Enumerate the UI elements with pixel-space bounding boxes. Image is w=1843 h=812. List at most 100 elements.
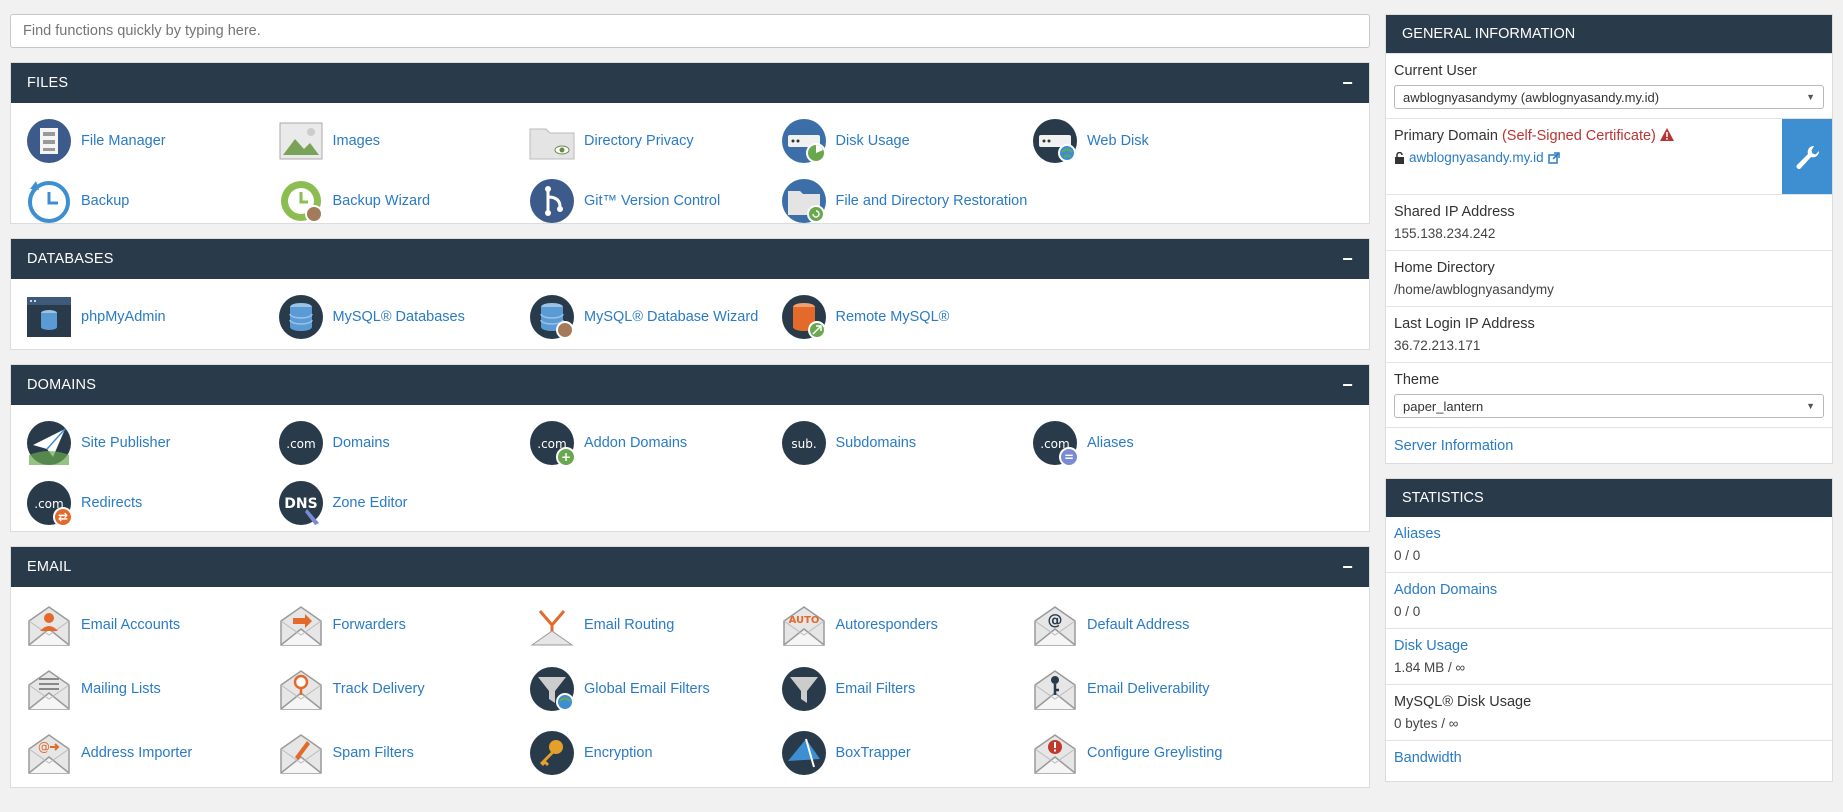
item-label[interactable]: Git™ Version Control: [584, 193, 721, 209]
email-item-forwarders[interactable]: Forwarders: [277, 595, 529, 655]
forwarders-icon: [279, 606, 322, 646]
domains-item-redirects[interactable]: .com⇄Redirects: [25, 473, 277, 533]
item-label[interactable]: Domains: [332, 435, 390, 451]
item-label[interactable]: Backup: [81, 193, 130, 209]
item-label[interactable]: Images: [332, 133, 381, 149]
theme-select[interactable]: paper_lantern ▼: [1394, 394, 1824, 418]
track-delivery-icon: [279, 670, 322, 710]
item-label[interactable]: Backup Wizard: [332, 193, 431, 209]
email-item-email-deliverability[interactable]: Email Deliverability: [1031, 659, 1283, 719]
svg-text:⇄: ⇄: [58, 510, 68, 524]
primary-domain-link[interactable]: awblognyasandy.my.id: [1409, 150, 1544, 165]
item-label[interactable]: Email Filters: [835, 681, 916, 697]
item-label[interactable]: Default Address: [1087, 617, 1190, 633]
item-label[interactable]: Encryption: [584, 745, 653, 761]
email-item-email-routing[interactable]: Email Routing: [528, 595, 780, 655]
email-item-boxtrapper[interactable]: BoxTrapper: [780, 723, 1032, 783]
item-label[interactable]: Disk Usage: [835, 133, 910, 149]
collapse-icon[interactable]: −: [1342, 249, 1353, 269]
item-label[interactable]: Email Accounts: [81, 617, 181, 633]
email-panel-header[interactable]: EMAIL −: [11, 547, 1369, 587]
web-disk-icon: [1033, 119, 1077, 163]
current-user-select[interactable]: awblognyasandymy (awblognyasandy.my.id) …: [1394, 85, 1824, 109]
files-item-disk-usage[interactable]: Disk Usage: [780, 111, 1032, 171]
domains-item-subdomains[interactable]: sub.Subdomains: [780, 413, 1032, 473]
stat-label[interactable]: Disk Usage: [1394, 638, 1469, 654]
item-label[interactable]: Redirects: [81, 495, 143, 511]
item-label[interactable]: BoxTrapper: [835, 745, 911, 761]
item-label[interactable]: Directory Privacy: [584, 133, 694, 149]
files-item-git[interactable]: Git™ Version Control: [528, 171, 780, 231]
item-label[interactable]: Aliases: [1087, 435, 1134, 451]
domains-panel-header[interactable]: DOMAINS −: [11, 365, 1369, 405]
item-label[interactable]: Global Email Filters: [584, 681, 710, 697]
files-item-file-manager[interactable]: File Manager: [25, 111, 277, 171]
email-item-mailing-lists[interactable]: Mailing Lists: [25, 659, 277, 719]
item-label[interactable]: phpMyAdmin: [81, 309, 166, 325]
files-item-backup[interactable]: Backup: [25, 171, 277, 231]
email-item-spam-filters[interactable]: Spam Filters: [277, 723, 529, 783]
databases-item-mysql-databases[interactable]: MySQL® Databases: [277, 287, 529, 347]
item-label[interactable]: Site Publisher: [81, 435, 171, 451]
collapse-icon[interactable]: −: [1342, 557, 1353, 577]
email-item-global-email-filters[interactable]: Global Email Filters: [528, 659, 780, 719]
databases-panel-header[interactable]: DATABASES −: [11, 239, 1369, 279]
item-label[interactable]: Autoresponders: [835, 617, 938, 633]
files-item-file-restore[interactable]: File and Directory Restoration: [780, 171, 1032, 231]
files-title: FILES: [27, 75, 69, 91]
email-item-greylisting[interactable]: Configure Greylisting: [1031, 723, 1283, 783]
email-item-email-accounts[interactable]: Email Accounts: [25, 595, 277, 655]
databases-item-remote-mysql[interactable]: Remote MySQL®: [780, 287, 1032, 347]
email-item-encryption[interactable]: Encryption: [528, 723, 780, 783]
files-item-images[interactable]: Images: [277, 111, 529, 171]
stat-label[interactable]: Bandwidth: [1394, 750, 1462, 766]
domains-item-site-publisher[interactable]: Site Publisher: [25, 413, 277, 473]
item-label[interactable]: Forwarders: [332, 617, 406, 633]
email-item-address-importer[interactable]: @Address Importer: [25, 723, 277, 783]
email-item-default-address[interactable]: @Default Address: [1031, 595, 1283, 655]
files-item-web-disk[interactable]: Web Disk: [1031, 111, 1283, 171]
collapse-icon[interactable]: −: [1342, 375, 1353, 395]
collapse-icon[interactable]: −: [1342, 73, 1353, 93]
domains-item-addon-domains[interactable]: .com+Addon Domains: [528, 413, 780, 473]
server-information-link[interactable]: Server Information: [1394, 438, 1514, 454]
item-label[interactable]: Remote MySQL®: [835, 309, 950, 325]
certificate-warning[interactable]: (Self-Signed Certificate): [1501, 128, 1656, 144]
item-label[interactable]: Zone Editor: [332, 495, 408, 511]
mailing-lists-icon: [28, 670, 70, 710]
item-label[interactable]: MySQL® Databases: [332, 309, 465, 325]
item-label[interactable]: File and Directory Restoration: [835, 193, 1028, 209]
function-search[interactable]: [10, 14, 1370, 48]
images-icon: [279, 122, 322, 160]
email-item-email-filters[interactable]: Email Filters: [780, 659, 1032, 719]
stat-label[interactable]: Addon Domains: [1394, 582, 1498, 598]
item-label[interactable]: Email Deliverability: [1087, 681, 1210, 697]
item-label[interactable]: Web Disk: [1087, 133, 1149, 149]
item-label[interactable]: Track Delivery: [332, 681, 425, 697]
search-input[interactable]: [23, 23, 1357, 39]
files-item-directory-privacy[interactable]: Directory Privacy: [528, 111, 780, 171]
email-item-track-delivery[interactable]: Track Delivery: [277, 659, 529, 719]
item-label[interactable]: Email Routing: [584, 617, 675, 633]
files-panel-header[interactable]: FILES −: [11, 63, 1369, 103]
files-item-backup-wizard[interactable]: Backup Wizard: [277, 171, 529, 231]
item-label[interactable]: File Manager: [81, 133, 166, 149]
databases-item-mysql-wizard[interactable]: MySQL® Database Wizard: [528, 287, 780, 347]
item-label[interactable]: Configure Greylisting: [1087, 745, 1223, 761]
item-label[interactable]: Spam Filters: [332, 745, 414, 761]
item-label[interactable]: Mailing Lists: [81, 681, 161, 697]
item-label[interactable]: Addon Domains: [584, 435, 688, 451]
domains-item-aliases[interactable]: .com=Aliases: [1031, 413, 1283, 473]
wrench-button[interactable]: [1782, 119, 1832, 194]
item-label[interactable]: Subdomains: [835, 435, 917, 451]
item-label[interactable]: MySQL® Database Wizard: [584, 309, 759, 325]
external-link-icon[interactable]: [1547, 151, 1560, 164]
item-label[interactable]: Address Importer: [81, 745, 193, 761]
email-filters-icon: [781, 667, 826, 711]
databases-item-phpmyadmin[interactable]: phpMyAdmin: [25, 287, 277, 347]
stat-label[interactable]: Aliases: [1394, 526, 1441, 542]
